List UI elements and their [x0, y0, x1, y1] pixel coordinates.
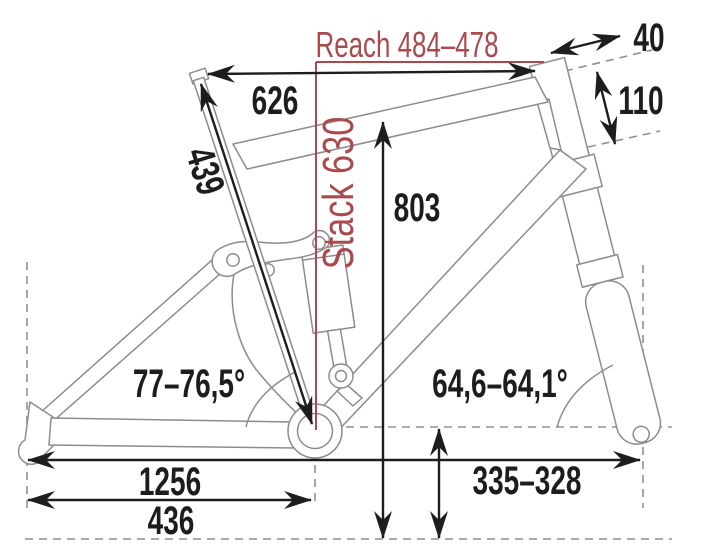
- wheelbase-label: 1256: [139, 460, 201, 504]
- head-tube-dimension: [594, 71, 618, 145]
- rear-triangle: [17, 251, 297, 465]
- reach-label: Reach 484–478: [316, 25, 499, 65]
- fork-stanchion: [561, 186, 616, 265]
- top-tube-label: 626: [252, 79, 299, 123]
- stack-label: Stack 630: [314, 117, 363, 270]
- seat-angle-label: 77–76,5°: [133, 362, 245, 406]
- spacer-label: 40: [633, 16, 664, 60]
- shock-shaft: [326, 328, 348, 368]
- rocker-pivot-left: [226, 253, 240, 267]
- seat-tube-dimension: [199, 83, 314, 425]
- shock-eyelet-hole: [334, 369, 348, 383]
- bb-height-label: 335–328: [473, 459, 582, 503]
- fork-lower-leg: [584, 280, 662, 445]
- head-angle-arc: [556, 364, 614, 428]
- head-bottom-extension-line: [587, 130, 661, 148]
- seat-angle-arc: [245, 371, 296, 428]
- fork-assembly: [528, 56, 662, 445]
- top-tube-dimension: [207, 62, 536, 83]
- head-top-extension-line: [564, 49, 653, 72]
- reach-stack-lines: [315, 61, 544, 430]
- chainstay: [48, 417, 297, 449]
- head-angle-label: 64,6–64,1°: [432, 362, 568, 406]
- front-axle: [632, 425, 650, 444]
- spacer-dimension: [550, 33, 621, 56]
- dimension-labels: 626 439 803 110 40 77–76,5° 64,6–64,1° 1…: [133, 16, 665, 543]
- dimension-lines: [27, 33, 641, 539]
- standover-label: 803: [394, 186, 441, 230]
- chainstay-label: 436: [148, 499, 195, 543]
- head-tube-label: 110: [618, 79, 663, 123]
